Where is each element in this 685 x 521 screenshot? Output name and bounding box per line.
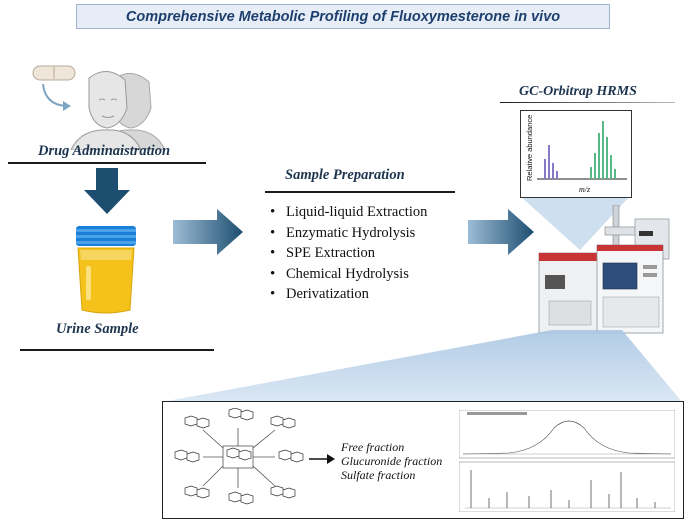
mass-spectrum-inset: Relative abundance m/z bbox=[520, 110, 632, 198]
person-front-icon bbox=[70, 71, 142, 150]
curved-arrow-head-icon bbox=[63, 101, 71, 111]
drug-administration-label: Drug Adminaistration bbox=[38, 143, 171, 159]
spectrum-xlabel: m/z bbox=[579, 185, 591, 194]
prep-step: SPE Extraction bbox=[270, 243, 427, 264]
diagram-title: Comprehensive Metabolic Profiling of Flu… bbox=[125, 8, 561, 25]
spectrum-ylabel: Relative abundance bbox=[525, 114, 534, 181]
fraction-item: Sulfate fraction bbox=[341, 468, 416, 482]
drug-divider bbox=[8, 162, 206, 164]
results-zoom-beam bbox=[162, 330, 682, 402]
prep-step: Derivatization bbox=[270, 284, 427, 305]
down-arrow-icon bbox=[84, 168, 130, 214]
sample-prep-steps: Liquid-liquid Extraction Enzymatic Hydro… bbox=[270, 202, 427, 305]
urine-container-icon bbox=[76, 226, 136, 314]
urine-divider bbox=[20, 349, 214, 351]
right-arrow-2-icon bbox=[468, 209, 534, 255]
purple-peaks-icon bbox=[544, 145, 558, 179]
results-arrow-icon bbox=[309, 454, 335, 464]
spectrum-peaks bbox=[537, 121, 627, 180]
fraction-list: Free fraction Glucuronide fraction Sulfa… bbox=[341, 440, 442, 482]
prep-step: Liquid-liquid Extraction bbox=[270, 202, 427, 223]
right-arrow-1-icon bbox=[173, 209, 243, 255]
chromatogram-spectrum-thumbnail bbox=[459, 410, 675, 512]
gc-orbitrap-instrument-icon bbox=[538, 205, 670, 334]
title-banner: Comprehensive Metabolic Profiling of Flu… bbox=[76, 4, 610, 29]
prep-step: Chemical Hydrolysis bbox=[270, 264, 427, 285]
urine-sample-label: Urine Sample bbox=[56, 321, 139, 337]
instrument-label: GC-Orbitrap HRMS bbox=[519, 84, 637, 99]
results-panel: Free fraction Glucuronide fraction Sulfa… bbox=[162, 401, 684, 519]
drug-administration-illustration bbox=[32, 65, 166, 150]
fraction-item: Glucuronide fraction bbox=[341, 454, 443, 468]
metabolite-network-icon bbox=[174, 408, 304, 505]
instrument-divider bbox=[500, 102, 675, 103]
curved-arrow-icon bbox=[42, 83, 66, 107]
green-peaks-icon bbox=[590, 121, 616, 179]
spectrum-projection bbox=[520, 196, 630, 250]
pill-icon bbox=[32, 65, 76, 81]
fraction-item: Free fraction bbox=[341, 440, 405, 454]
sample-preparation-label: Sample Preparation bbox=[285, 167, 405, 183]
prep-divider bbox=[265, 191, 455, 193]
prep-step: Enzymatic Hydrolysis bbox=[270, 223, 427, 244]
